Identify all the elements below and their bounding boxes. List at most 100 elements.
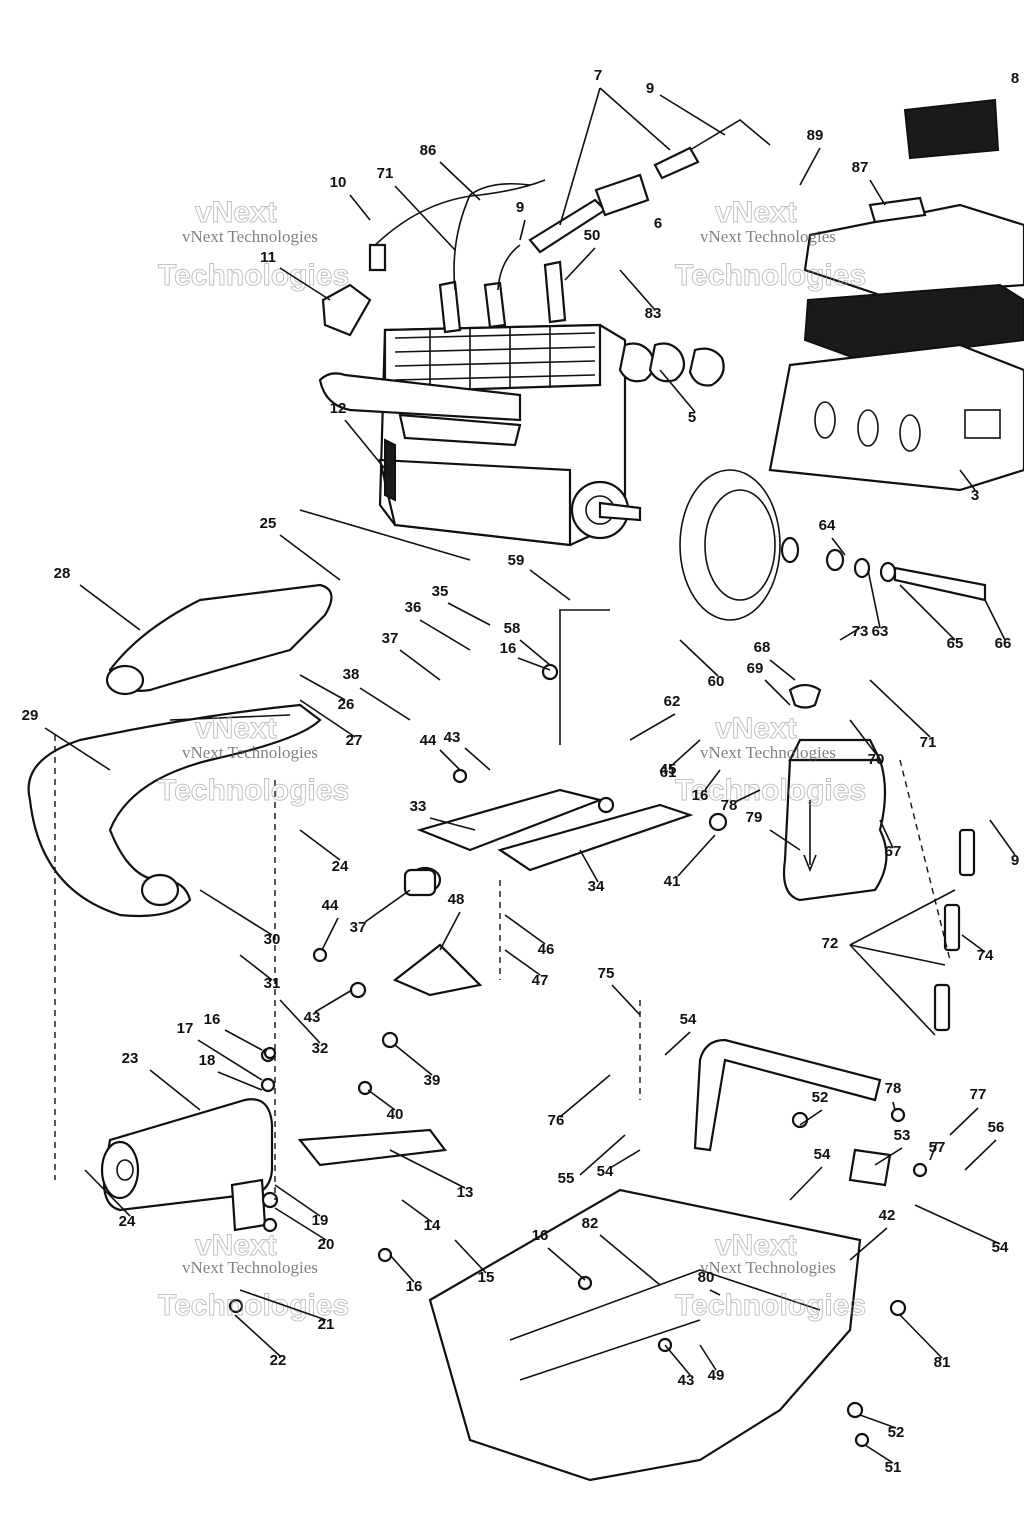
- callout-number: 62: [664, 693, 681, 710]
- part-callout-64: 64: [819, 517, 846, 556]
- callout-leader-line: [869, 679, 931, 738]
- callout-leader-line: [599, 1234, 661, 1286]
- callout-leader-line: [439, 161, 481, 201]
- part-callout-87: 87: [852, 159, 886, 206]
- part-callout-16: 16: [692, 769, 721, 804]
- callout-number: 56: [988, 1119, 1005, 1136]
- part-callout-14: 14: [401, 1199, 441, 1234]
- callout-leader-line: [349, 194, 371, 221]
- alignment-lines: [54, 509, 951, 1200]
- callout-number: 14: [424, 1217, 441, 1234]
- callout-number: 24: [332, 858, 349, 875]
- callout-number: 33: [410, 798, 427, 815]
- callout-leader-line: [199, 889, 273, 936]
- callout-number: 44: [322, 897, 339, 914]
- callout-leader-line: [849, 1227, 888, 1261]
- callout-leader-line: [619, 269, 656, 311]
- part-callout-17: 17: [177, 1020, 263, 1081]
- callout-leader-line: [84, 1169, 131, 1217]
- part-callout-27: 27: [299, 699, 362, 749]
- watermark-line: vNext Technologies: [700, 743, 836, 762]
- callout-number: 60: [708, 673, 725, 690]
- part-callout-60: 60: [679, 639, 725, 690]
- oil-tank: [782, 683, 888, 902]
- callout-number: 20: [318, 1236, 335, 1253]
- callout-leader-line: [869, 179, 886, 206]
- part-callout-70: 70: [849, 719, 884, 768]
- callout-number: 16: [406, 1278, 423, 1295]
- part-callout-57: 57: [929, 1139, 945, 1161]
- callout-number: 15: [478, 1269, 495, 1286]
- callout-number: 61: [660, 764, 677, 781]
- callout-number: 53: [894, 1127, 911, 1144]
- carburetor-line: [528, 119, 771, 387]
- callout-number: 23: [122, 1050, 139, 1067]
- part-callout-28: 28: [54, 565, 141, 631]
- callout-leader-line: [892, 1101, 896, 1111]
- watermark-brand: vNext: [195, 196, 277, 229]
- callout-leader-line: [439, 911, 461, 951]
- chassis-frame: [297, 1038, 892, 1482]
- callout-leader-line: [964, 1139, 997, 1171]
- clutch-pulley: [679, 469, 987, 621]
- callout-leader-line: [389, 1149, 466, 1189]
- callout-number: 5: [688, 409, 696, 426]
- callout-leader-line: [831, 537, 846, 556]
- callout-number: 54: [597, 1163, 614, 1180]
- part-callout-54: 54: [789, 1146, 831, 1201]
- callout-number: 16: [500, 640, 517, 657]
- part-callout-74: 74: [961, 934, 994, 964]
- callout-number: 55: [558, 1170, 575, 1187]
- callout-number: 73: [852, 623, 869, 640]
- watermark-mid-right: vNext vNext Technologies Technologies: [675, 712, 867, 808]
- callout-number: 19: [312, 1212, 329, 1229]
- ignition-cables: [321, 179, 567, 337]
- part-callout-37: 37: [350, 889, 411, 936]
- part-callout-8: 8: [1011, 70, 1019, 87]
- watermark-word: Technologies: [158, 259, 349, 292]
- callout-number: 69: [747, 660, 764, 677]
- watermark-word: Technologies: [158, 774, 349, 807]
- callout-leader-line: [559, 1074, 611, 1118]
- callout-leader-line: [769, 829, 801, 851]
- callout-number: 17: [177, 1020, 194, 1037]
- part-callout-52: 52: [859, 1414, 904, 1441]
- watermark-word: Technologies: [675, 774, 866, 807]
- part-callout-21: 21: [239, 1289, 334, 1333]
- callout-leader-line: [799, 147, 821, 186]
- part-callout-23: 23: [122, 1050, 201, 1111]
- watermark-line: vNext Technologies: [182, 227, 318, 246]
- callout-number: 77: [970, 1086, 987, 1103]
- part-callout-46: 46: [504, 914, 554, 958]
- exhaust-system: [27, 583, 333, 918]
- callout-number: 30: [264, 931, 281, 948]
- part-callout-43: 43: [444, 729, 491, 771]
- callout-leader-line: [419, 619, 471, 651]
- callout-leader-line: [629, 713, 676, 741]
- callout-number: 43: [304, 1009, 321, 1026]
- callout-leader-line: [321, 917, 339, 951]
- callout-leader-line: [197, 1039, 263, 1081]
- callout-number: 52: [812, 1089, 829, 1106]
- callout-leader-line: [959, 469, 976, 491]
- callout-leader-line: [439, 749, 461, 771]
- callout-leader-line: [564, 247, 596, 281]
- part-callout-34: 34: [579, 849, 605, 895]
- callout-leader-line: [864, 1444, 894, 1464]
- callout-leader-line: [279, 534, 341, 581]
- callout-number: 79: [746, 809, 763, 826]
- callout-leader-line: [961, 934, 986, 953]
- callout-number: 11: [260, 249, 276, 266]
- callout-number: 43: [444, 729, 461, 746]
- part-callout-16: 16: [389, 1254, 423, 1295]
- callout-leader-line: [239, 954, 273, 981]
- callout-number: 10: [330, 174, 347, 191]
- callout-leader-line: [849, 719, 877, 755]
- part-callout-31: 31: [239, 954, 280, 992]
- part-callout-66: 66: [984, 599, 1011, 652]
- callout-number: 16: [692, 787, 709, 804]
- callout-leader-line: [559, 87, 601, 226]
- callout-leader-line: [504, 949, 541, 976]
- callout-number: 24: [119, 1213, 136, 1230]
